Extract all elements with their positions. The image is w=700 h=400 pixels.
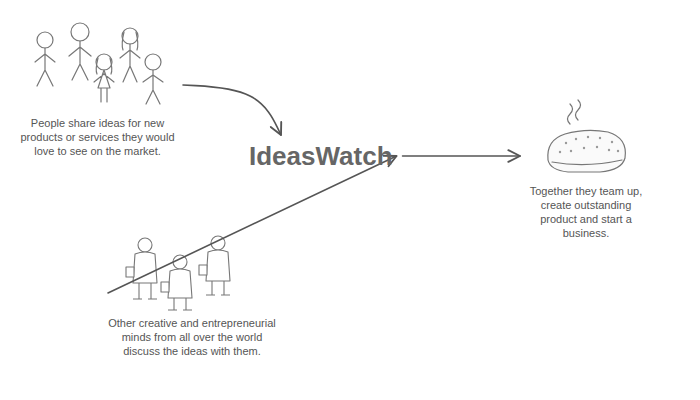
caption-node: Together they team up, create outstandin… xyxy=(522,92,650,240)
flow-arrow xyxy=(108,156,397,293)
caption-text: Other creative and entrepreneurial minds… xyxy=(108,316,276,358)
flow-arrow xyxy=(403,155,520,157)
caption-text: Together they team up, create outstandin… xyxy=(522,184,650,240)
brand-node: IdeasWatch xyxy=(245,138,397,174)
stick-figures xyxy=(35,23,163,104)
business-people xyxy=(126,236,230,310)
caption-node: Other creative and entrepreneurial minds… xyxy=(108,228,276,358)
bread-icon xyxy=(548,100,626,172)
caption-node: People share ideas for new products or s… xyxy=(10,28,185,158)
flow-arrow xyxy=(183,85,281,135)
brand-name: IdeasWatch xyxy=(245,138,397,174)
caption-text: People share ideas for new products or s… xyxy=(10,116,185,158)
